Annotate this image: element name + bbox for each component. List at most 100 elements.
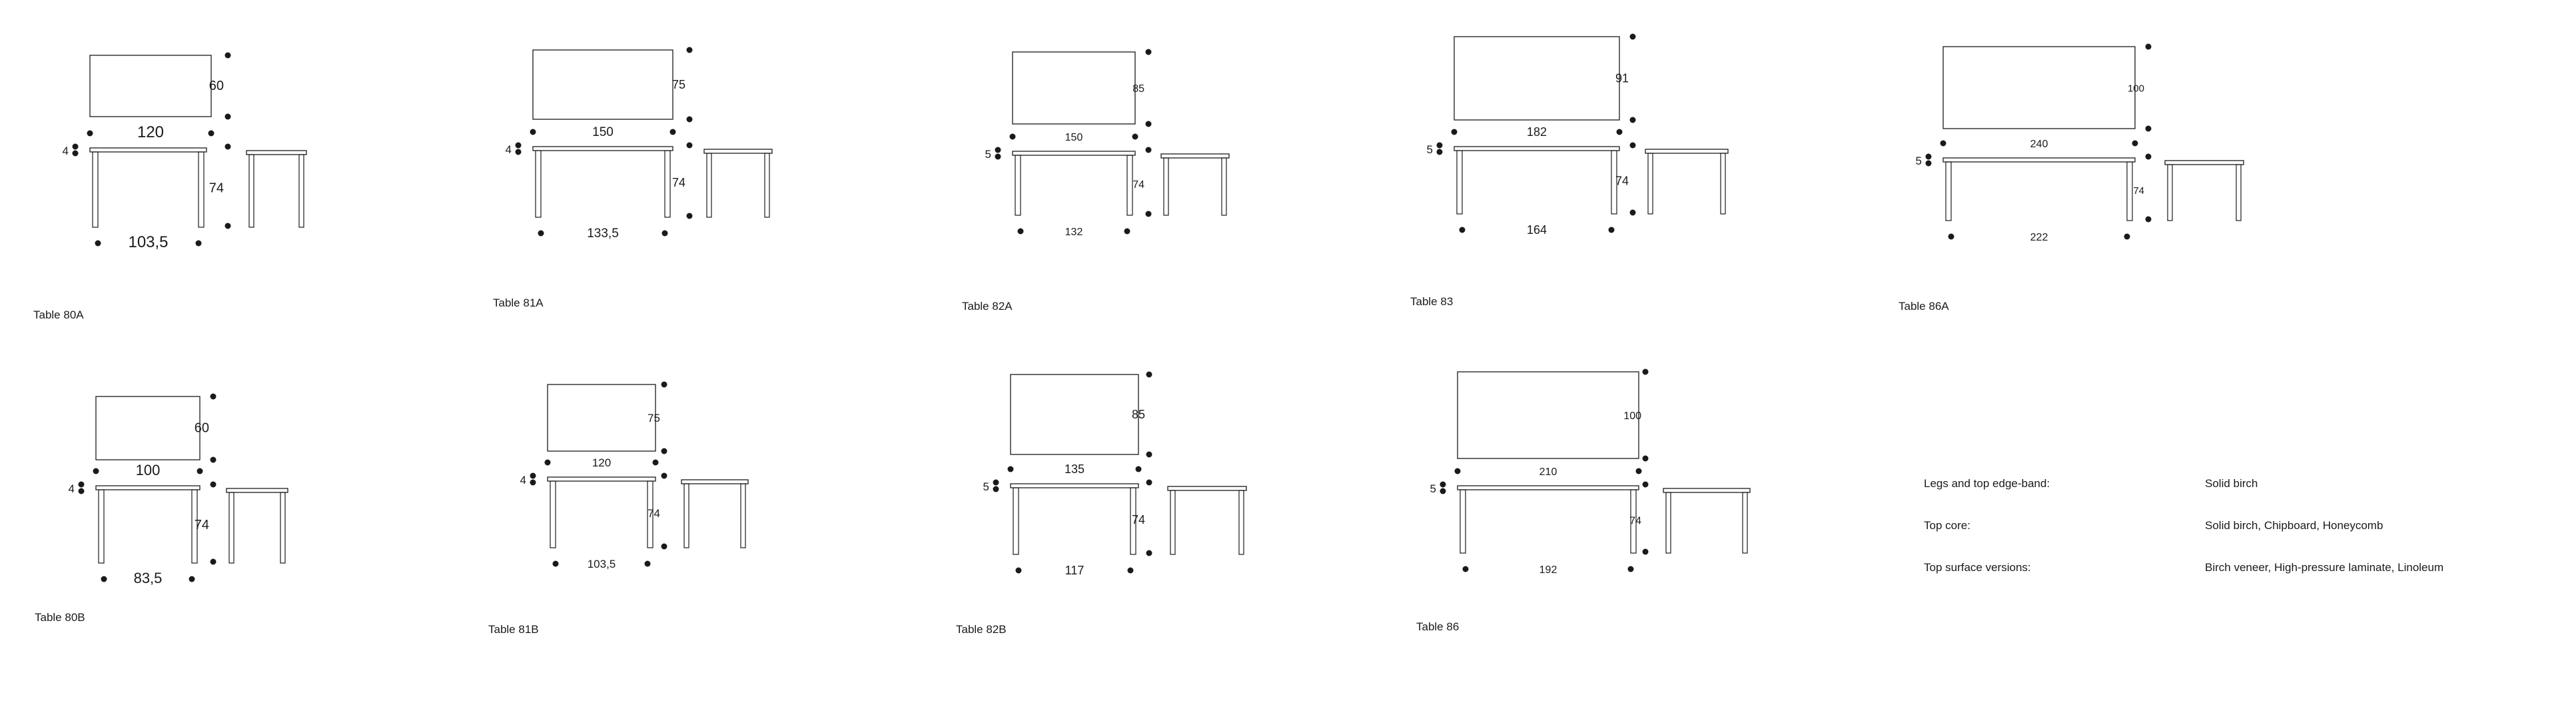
width-label: 210	[1539, 466, 1557, 478]
dimension-dot	[1440, 481, 1446, 488]
width-label: 182	[1527, 125, 1547, 139]
table-top-view	[95, 396, 201, 460]
dimension-dot	[661, 543, 667, 550]
dimension-dot	[189, 576, 195, 582]
table-leg	[550, 480, 556, 548]
dimension-dot	[544, 459, 551, 466]
dimension-dot	[2145, 153, 2152, 160]
dimension-dot	[1007, 466, 1014, 472]
table-front-view	[95, 485, 201, 490]
table-top-view	[1010, 374, 1139, 455]
dimension-dot	[87, 130, 93, 137]
table-top-view	[89, 55, 212, 117]
table-leg	[92, 151, 99, 228]
width-label: 150	[1065, 132, 1083, 143]
material-label: Legs and top edge-band:	[1924, 477, 2050, 490]
table-side-view	[246, 150, 307, 155]
table-leg	[1013, 487, 1019, 555]
dimension-dot	[669, 129, 676, 135]
dimension-dot	[1627, 566, 1634, 572]
table-leg	[1456, 150, 1463, 215]
depth-label: 85	[1132, 408, 1145, 421]
table-leg	[1665, 492, 1671, 554]
dimension-dot	[210, 481, 216, 488]
dimension-dot	[2132, 140, 2138, 147]
table-front-view	[532, 146, 673, 151]
dimension-dot	[686, 213, 693, 219]
dimension-dot	[197, 468, 203, 474]
height-label: 74	[209, 181, 224, 196]
dimension-dot	[1440, 488, 1446, 494]
table-leg	[280, 492, 286, 564]
table-leg	[248, 154, 254, 228]
table-leg	[764, 153, 770, 218]
dimension-dot	[1146, 451, 1152, 458]
dimension-dot	[101, 576, 107, 582]
dimension-dot	[552, 560, 559, 567]
dimension-dot	[686, 142, 693, 149]
dimension-dot	[78, 481, 85, 488]
dimension-dot	[652, 459, 659, 466]
table-leg	[1742, 492, 1748, 554]
dimension-dot	[2145, 216, 2152, 223]
dimension-dot	[1616, 129, 1623, 135]
table-leg	[198, 151, 205, 228]
dimension-dot	[515, 149, 522, 155]
table-caption: Table 86A	[1899, 300, 1949, 313]
table-caption: Table 80B	[35, 611, 85, 624]
table-top-view	[547, 384, 656, 452]
table-front-view	[89, 147, 207, 153]
dimension-dot	[1642, 481, 1649, 488]
width-label: 135	[1065, 462, 1084, 476]
leg-span-label: 103,5	[588, 558, 616, 570]
dimension-dot	[995, 153, 1001, 160]
dimension-dot	[1925, 153, 1932, 160]
table-top-view	[1012, 51, 1136, 125]
dimension-dot	[1145, 211, 1152, 217]
leg-span-label: 117	[1065, 564, 1084, 577]
depth-label: 100	[1623, 410, 1641, 422]
table-leg	[2236, 164, 2242, 221]
leg-span-label: 164	[1527, 223, 1547, 237]
table-top-view	[532, 49, 673, 120]
dimension-dot	[210, 558, 216, 565]
dimension-dot	[1635, 468, 1642, 474]
table-leg	[191, 489, 198, 564]
table-leg	[1130, 487, 1136, 555]
dimension-dot	[78, 488, 85, 494]
stack-count-label: 4	[63, 145, 69, 157]
table-leg	[535, 150, 542, 218]
dimension-dot	[1145, 121, 1152, 127]
dimension-dot	[661, 230, 668, 237]
stack-count-label: 4	[69, 482, 75, 495]
dimension-dot	[1146, 550, 1152, 556]
table-leg	[1611, 150, 1617, 215]
dimension-dot	[530, 479, 536, 486]
dimension-dot	[1017, 228, 1024, 235]
table-leg	[1170, 490, 1176, 555]
table-caption: Table 81B	[488, 623, 539, 636]
dimension-dot	[661, 448, 667, 454]
dimension-dot	[1124, 228, 1130, 235]
material-value: Birch veneer, High-pressure laminate, Li…	[2205, 561, 2444, 574]
table-top-view	[1457, 371, 1639, 459]
stack-count-label: 4	[506, 143, 512, 156]
dimension-dot	[530, 129, 536, 135]
dimension-dot	[538, 230, 544, 237]
dimension-dot	[1948, 233, 1954, 240]
dimension-dot	[2145, 125, 2152, 132]
dimension-dot	[515, 142, 522, 149]
dimension-dot	[72, 150, 79, 157]
table-caption: Table 82B	[956, 623, 1007, 636]
width-label: 240	[2030, 139, 2048, 150]
table-leg	[1126, 155, 1133, 216]
dimension-dot	[661, 472, 667, 479]
table-side-view	[1167, 486, 1247, 491]
table-side-view	[703, 149, 773, 154]
